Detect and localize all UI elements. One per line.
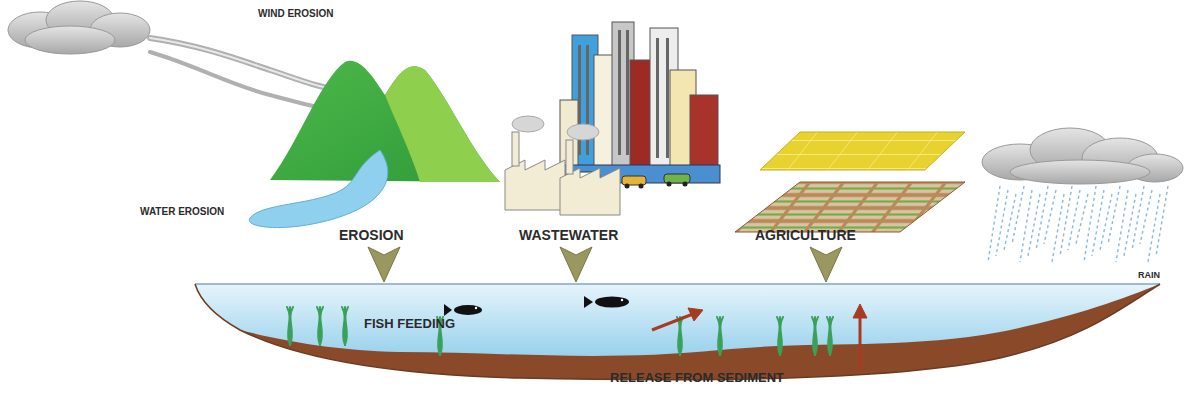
process-label: FISH FEEDING: [364, 316, 455, 331]
region-label: WATER EROSION: [140, 206, 224, 217]
source-label: WASTEWATER: [519, 227, 618, 243]
process-label: RELEASE FROM SEDIMENT: [610, 370, 784, 385]
region-label: WIND EROSION: [258, 8, 334, 19]
source-label: AGRICULTURE: [755, 227, 856, 243]
source-label: EROSION: [339, 227, 404, 243]
source-label: RAIN: [1138, 270, 1160, 280]
